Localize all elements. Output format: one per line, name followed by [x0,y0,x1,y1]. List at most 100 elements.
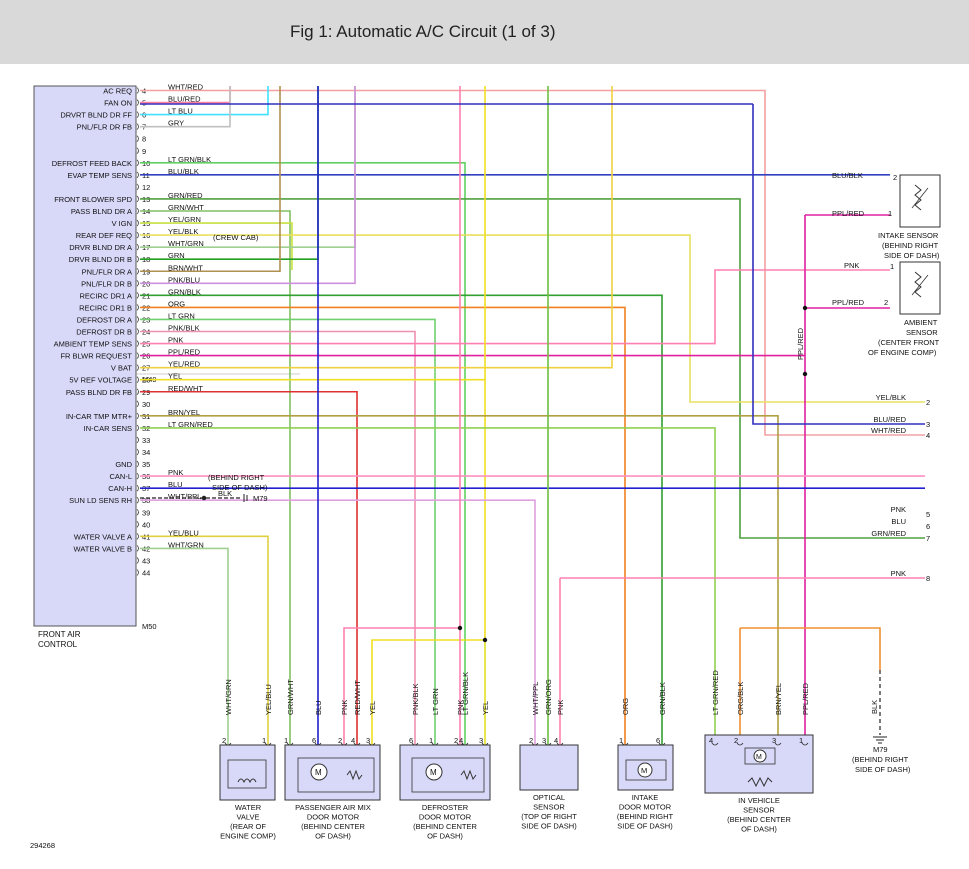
output-wire-label: PNK [891,569,906,578]
pin-terminal-icon [136,545,139,552]
component-pin-number: 2 [222,736,226,745]
component-wire-label: PNK [456,700,465,715]
pin-terminal-icon [136,231,139,239]
wire-label: GRN/BLK [168,287,201,296]
component-pin-number: 4 [554,736,558,745]
module-name-2: CONTROL [38,640,78,649]
wire-pnk-pass [343,86,461,745]
wire-pnl-flr-a [140,86,281,273]
wire-label: PPL/RED [168,348,201,357]
intake-motor-label-4: SIDE OF DASH) [617,822,673,831]
component-pin-number: 3 [479,736,483,745]
wire-label: WHT/GRN [168,239,204,248]
optical-sensor [519,744,579,791]
wire-label: PNK [168,468,183,477]
figure-title: Fig 1: Automatic A/C Circuit (1 of 3) [290,22,556,41]
pass-door-label-4: OF DASH) [315,832,351,841]
component-pin-icon [774,742,782,746]
splice-dot [802,305,808,311]
component-pin-icon [264,742,272,746]
wire-label: PNK/BLU [168,275,200,284]
component-pin-number: 1 [262,736,266,745]
component-wire-label: GRN/ORG [544,679,553,715]
pin-label: DEFROST DR A [77,315,132,324]
in-vehicle-label-4: OF DASH) [741,825,777,834]
pin-label: FR BLWR REQUEST [60,352,132,361]
title-bar: Fig 1: Automatic A/C Circuit (1 of 3) [0,0,969,64]
pin-number: 34 [142,448,150,457]
wire-pass-blnd-a [140,210,291,745]
pin-label: WATER VALVE B [74,544,132,553]
pin-label: V BAT [111,364,133,373]
component-wire-label: PNK/BLK [411,683,420,715]
ambient-pin-2: 2 [884,298,888,307]
pin-label: AMBIENT TEMP SENS [54,340,132,349]
wire-sun-ld [140,499,536,745]
component-wire-label: BLU [314,700,323,715]
ppl-red-vertical-label: PPL/RED [796,327,805,360]
component-pin-icon [481,742,489,746]
m79-label-1: (BEHIND RIGHT [852,755,909,764]
wire-label: BLU [168,480,183,489]
pin-terminal-icon [136,135,139,142]
pin-number: 39 [142,508,150,517]
pin-number: 40 [142,520,150,529]
pin-label: EVAP TEMP SENS [68,171,132,180]
pin-label: CAN-H [108,484,132,493]
pin-number: 12 [142,183,150,192]
wire-label: BRN/YEL [168,408,200,417]
component-pin-icon [368,742,376,746]
pin-label: IN-CAR TMP MTR+ [66,412,133,421]
splice-dot [802,371,808,377]
wire-label: BRN/WHT [168,263,203,272]
wire-label: YEL/GRN [168,215,201,224]
gnd-wire-label: BLK [218,489,232,498]
component-pin-number: 1 [619,736,623,745]
wire-label: WHT/RED [168,83,204,92]
ambient-label-1: AMBIENT [904,318,938,327]
wire-in-car-tmp [140,415,779,745]
in-vehicle-m-icon: M [756,754,762,761]
pin-number: 9 [142,147,146,156]
def-door-label-2: DOOR MOTOR [419,813,472,822]
pin-terminal-icon [136,340,139,347]
pin-label: WATER VALVE A [74,532,132,541]
gnd-note-2: SIDE OF DASH) [212,483,268,492]
ambient-pin-1: 1 [890,262,894,271]
intake-motor-m-icon: M [641,766,647,775]
ambient-label-3: (CENTER FRONT [878,338,940,347]
pin-terminal-icon [136,99,139,106]
pin-label: DRVRT BLND DR FF [60,111,132,120]
wire-recirc-a [140,294,663,745]
pass-door-label-3: (BEHIND CENTER [301,822,365,831]
wire-label: LT GRN/BLK [168,155,211,164]
component-wire-label: LT GRN [431,688,440,715]
component-pin-icon [801,742,809,746]
pin-label: CAN-L [109,472,132,481]
wire-pnl-flr-fb [140,86,231,128]
component-pin-icon [736,742,744,746]
water-valve [219,744,276,801]
wire-label: GRN/RED [168,191,203,200]
pin-terminal-icon [136,388,139,396]
component-pin-icon [224,742,232,746]
output-labels: 2YEL/BLK3BLU/RED4WHT/RED5PNK6BLU7GRN/RED… [871,393,930,583]
output-wire-label: WHT/RED [871,426,907,435]
in-vehicle-sensor: M [704,734,814,794]
wire-water-valve-a [140,535,269,745]
ambient-sensor [899,261,941,315]
wire-label: BLU/RED [168,95,201,104]
wire-defrost-b [140,330,416,745]
in-vehicle-label-3: (BEHIND CENTER [727,815,791,824]
wire-label: YEL/BLK [168,227,198,236]
defroster-door-motor: M [399,744,491,801]
wire-label: WHT/PPL [168,492,201,501]
wire-label: YEL/RED [168,360,201,369]
def-door-label-1: DEFROSTER [422,803,469,812]
wire-drvrt-blnd-ff [140,86,269,116]
output-wire-label: BLU [891,517,906,526]
component-pin-number: 3 [366,736,370,745]
pin-terminal-icon [136,436,139,444]
intake-wire-1: PPL/RED [832,209,865,218]
pin-terminal-icon [136,243,139,251]
